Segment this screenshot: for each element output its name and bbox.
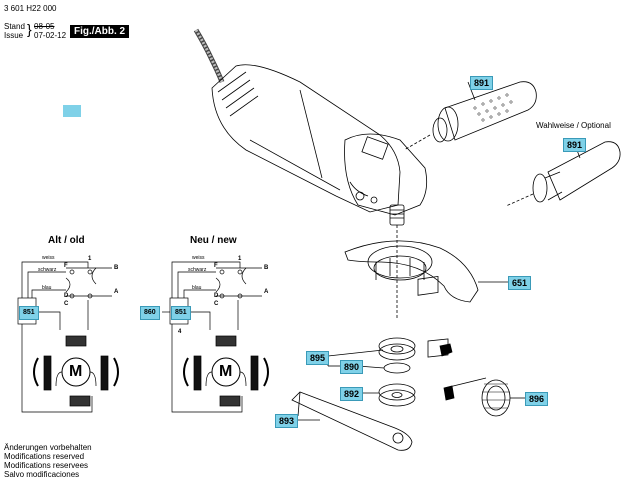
stand-label: Stand <box>4 22 25 31</box>
spindle <box>389 204 405 226</box>
term-A-old: A <box>114 289 119 295</box>
footer-line-1: Änderungen vorbehalten <box>4 443 92 452</box>
term-1-new: 1 <box>238 256 242 262</box>
issue-value: 07-02-12 <box>34 31 67 40</box>
motor-symbol-new: M <box>219 363 233 380</box>
stand-value: 08-05 <box>34 22 55 31</box>
term-C-old: C <box>64 301 69 307</box>
brace-glyph: } <box>27 21 32 37</box>
wheel-guard <box>344 240 508 303</box>
part-label-893[interactable]: 893 <box>275 414 299 428</box>
term-F-new: F <box>214 263 218 269</box>
term-B-old: B <box>114 265 119 271</box>
wire-label-blue-old: blau <box>42 285 52 291</box>
clamping-nut <box>378 338 487 407</box>
part-label-895[interactable]: 895 <box>306 351 330 365</box>
footer-line-4: Salvo modificaciones <box>4 470 80 479</box>
quick-clamp-nut <box>481 379 525 417</box>
wiring-diagram-old <box>17 261 119 413</box>
part-label-891-optional[interactable]: 891 <box>563 138 587 152</box>
mounting-flange <box>378 275 453 374</box>
part-label-892[interactable]: 892 <box>340 387 364 401</box>
wiring-old-title: Alt / old <box>48 235 85 246</box>
wire-label-black-old: schwarz <box>38 267 57 273</box>
wiring-diagram-new <box>162 261 269 413</box>
figure-label: Fig./Abb. 2 <box>70 25 130 38</box>
part-label-891-handle[interactable]: 891 <box>470 76 494 90</box>
term-D-new: D <box>214 293 219 299</box>
optional-note: Wahlweise / Optional <box>536 121 611 130</box>
issue-label: Issue <box>4 31 24 40</box>
part-label-860[interactable]: 860 <box>140 306 160 320</box>
footer-line-3: Modifications reservees <box>4 461 89 470</box>
part-label-896[interactable]: 896 <box>525 392 549 406</box>
part-label-651[interactable]: 651 <box>508 276 532 290</box>
part-label-851-old[interactable]: 851 <box>19 306 39 320</box>
part-label-890[interactable]: 890 <box>340 360 364 374</box>
grinder-body <box>211 64 401 213</box>
term-F-old: F <box>64 263 68 269</box>
wire-label-blue-new: blau <box>192 285 202 291</box>
side-handle-top <box>403 81 537 151</box>
wire-label-white-old: weiss <box>42 255 55 261</box>
term-D-old: D <box>64 293 69 299</box>
wiring-new-title: Neu / new <box>190 235 237 246</box>
blank-label-box <box>63 105 81 117</box>
term-1-old: 1 <box>88 256 92 262</box>
term-A-new: A <box>264 289 269 295</box>
term-B-new: B <box>264 265 269 271</box>
power-cable <box>193 28 225 83</box>
footer-line-2: Modifications reserved <box>4 452 85 461</box>
two-pin-wrench <box>291 391 413 451</box>
term-4-new: 4 <box>178 329 182 335</box>
gear-head <box>344 133 428 216</box>
wire-label-black-new: schwarz <box>188 267 207 273</box>
motor-symbol-old: M <box>69 363 83 380</box>
wire-label-white-new: weiss <box>192 255 205 261</box>
term-C-new: C <box>214 301 219 307</box>
doc-number: 3 601 H22 000 <box>4 4 57 13</box>
part-label-851-new[interactable]: 851 <box>171 306 191 320</box>
